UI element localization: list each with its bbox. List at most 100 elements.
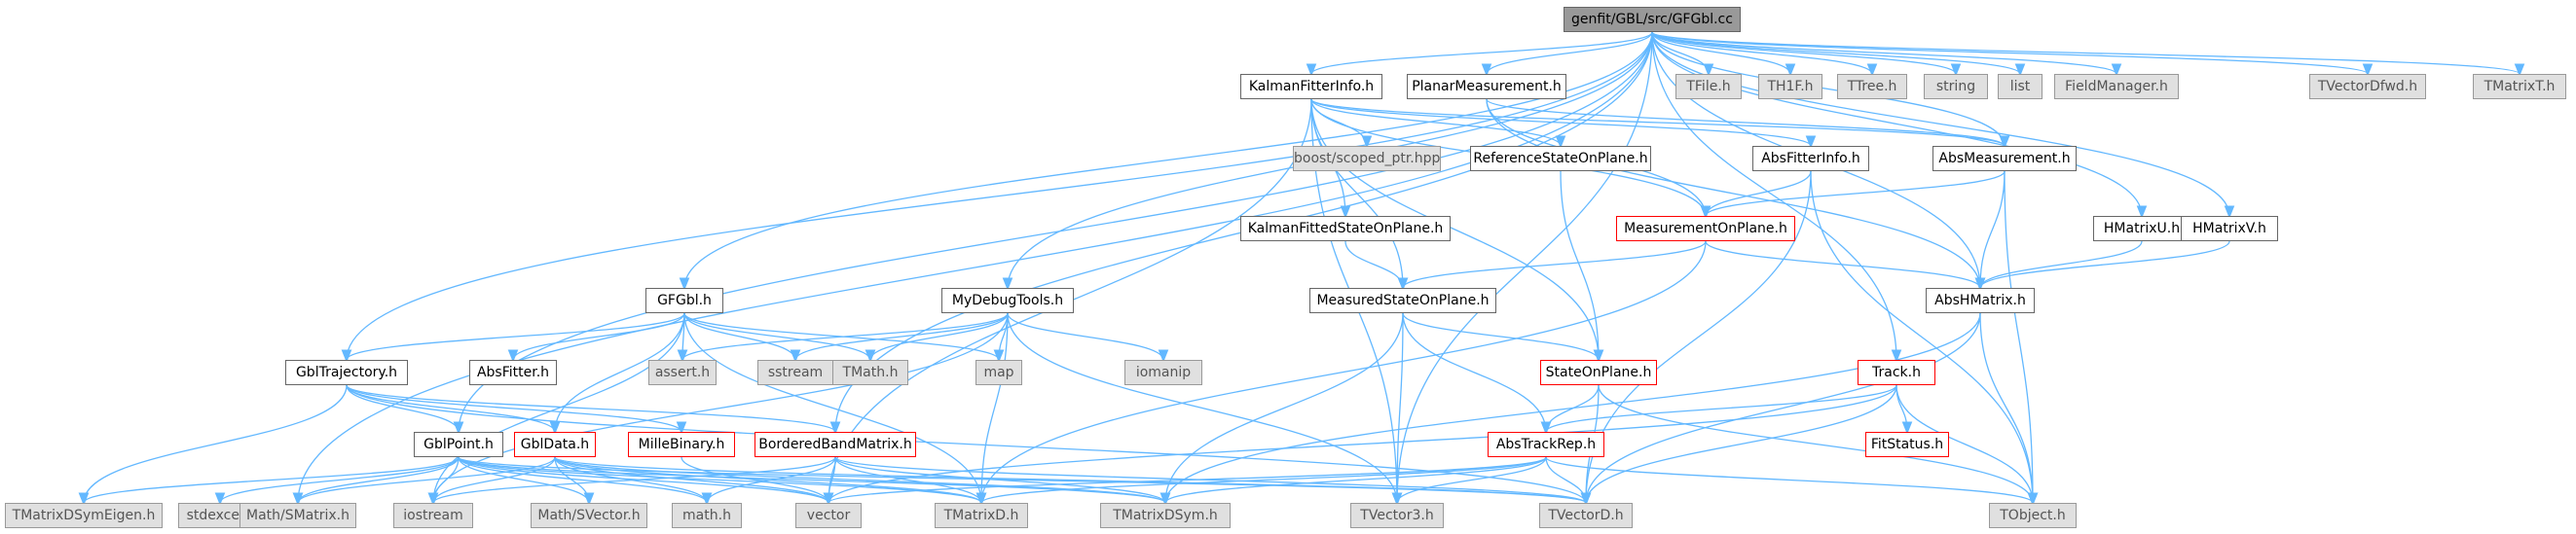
header-node-kalmanfitterinfo[interactable]: KalmanFitterInfo.h [1240, 74, 1382, 99]
header-node-stateonplane[interactable]: StateOnPlane.h [1540, 360, 1657, 385]
file-node-gfgbl-cc[interactable]: genfit/GBL/src/GFGbl.cc [1564, 7, 1741, 32]
edge-abstrackrep-to-tmatrixd [981, 456, 1547, 503]
edge-measurementonplane-to-abshmatrix [1705, 240, 1980, 288]
header-node-gbldata[interactable]: GblData.h [514, 432, 596, 457]
header-node-gblpoint[interactable]: GblPoint.h [414, 432, 503, 457]
header-node-boost-scoped-ptr: boost/scoped_ptr.hpp [1293, 146, 1441, 171]
header-node-hmatrixv[interactable]: HMatrixV.h [2181, 216, 2278, 241]
edge-absmeasurement-to-tobject [2004, 170, 2033, 503]
header-node-absfitterinfo[interactable]: AbsFitterInfo.h [1752, 146, 1869, 171]
header-node-absmeasurement[interactable]: AbsMeasurement.h [1932, 146, 2077, 171]
edge-abshmatrix-to-tvectord [1586, 312, 1981, 503]
edge-abstrackrep-to-vector [828, 456, 1547, 503]
edge-borderedbandmatrix-to-tvectord [834, 456, 1586, 503]
header-node-tmatrixd: TMatrixD.h [935, 503, 1028, 528]
edge-mydebugtools-to-assert [682, 312, 1009, 360]
edge-root-to-list [1651, 31, 2020, 74]
header-node-measurementonplane[interactable]: MeasurementOnPlane.h [1616, 216, 1795, 241]
edge-track-to-abstrackrep [1546, 384, 1897, 432]
edge-gfgbl-to-iostream [433, 312, 685, 503]
header-node-iostream: iostream [393, 503, 473, 528]
edge-root-to-tvectordfwd [1651, 31, 2368, 74]
edge-root-to-tmatrixt [1651, 31, 2520, 74]
edge-gblpoint-to-math_svector [458, 456, 589, 503]
edge-mydebugtools-to-iostream [433, 312, 1009, 503]
edge-borderedbandmatrix-to-tmatrixd [834, 456, 981, 503]
edge-measurementonplane-to-tmatrixd [981, 240, 1707, 503]
header-node-track[interactable]: Track.h [1858, 360, 1935, 385]
header-node-tmatrixdsymeigen: TMatrixDSymEigen.h [5, 503, 163, 528]
header-node-tmath: TMath.h [832, 360, 908, 385]
header-node-math-svector: Math/SVector.h [531, 503, 647, 528]
edge-planarmeasurement-to-abshmatrix [1486, 98, 1980, 288]
edge-track-to-tobject [1895, 384, 2033, 503]
header-node-fitstatus[interactable]: FitStatus.h [1865, 432, 1949, 457]
edge-abstrackrep-to-tmatrixdsym [1165, 456, 1547, 503]
edge-measuredstateonplane-to-tmatrixdsym [1165, 312, 1404, 503]
edge-gblpoint-to-stdexcept [220, 456, 460, 503]
header-node-mydebugtools[interactable]: MyDebugTools.h [941, 288, 1074, 313]
edge-gbldata-to-math_smatrix [298, 456, 556, 503]
edge-referencestateonplane-to-stateonplane [1560, 170, 1599, 360]
header-node-iomanip: iomanip [1124, 360, 1202, 385]
header-node-th1f: TH1F.h [1758, 74, 1822, 99]
edge-abshmatrix-to-tobject [1979, 312, 2033, 503]
header-node-math-smatrix: Math/SMatrix.h [239, 503, 356, 528]
edge-root-to-planarmeasurement [1487, 31, 1653, 74]
edge-gbldata-to-tmatrixdsym [554, 456, 1165, 503]
edge-root-to-th1f [1651, 31, 1790, 74]
edge-root-to-hmatrixu [1651, 31, 2142, 216]
header-node-borderedbandmatrix[interactable]: BorderedBandMatrix.h [754, 432, 916, 457]
header-node-measuredstateonplane[interactable]: MeasuredStateOnPlane.h [1309, 288, 1496, 313]
header-node-sstream: sstream [757, 360, 833, 385]
edge-track-to-vector [828, 384, 1897, 503]
header-node-tobject: TObject.h [1989, 503, 2077, 528]
edge-root-to-string [1651, 31, 1956, 74]
header-node-kalmanfittedstateonplane[interactable]: KalmanFittedStateOnPlane.h [1240, 216, 1451, 241]
edge-stateonplane-to-abstrackrep [1546, 384, 1600, 432]
header-node-absfitter[interactable]: AbsFitter.h [469, 360, 557, 385]
header-node-gfgbl[interactable]: GFGbl.h [645, 288, 723, 313]
edge-gbltrajectory-to-gblpoint [346, 384, 459, 432]
header-node-abstrackrep[interactable]: AbsTrackRep.h [1488, 432, 1604, 457]
edge-gbldata-to-math_svector [554, 456, 589, 503]
header-node-abshmatrix[interactable]: AbsHMatrix.h [1926, 288, 2035, 313]
edge-gblpoint-to-tmatrixdsymeigen [84, 456, 460, 503]
edge-root-to-gblpoint [459, 31, 1653, 432]
edge-borderedbandmatrix-to-iostream [433, 456, 836, 503]
edge-root-to-fieldmanager [1651, 31, 2116, 74]
edge-gblpoint-to-tmatrixd [458, 456, 981, 503]
edge-gbltrajectory-to-millebinary [346, 384, 681, 432]
edge-root-to-absmeasurement [1651, 31, 2005, 146]
edge-root-to-gfgbl [684, 31, 1653, 288]
edge-kalmanfitterinfo-to-absfitterinfo [1310, 98, 1811, 146]
edge-root-to-kalmanfitterinfo [1311, 31, 1653, 74]
edge-gbltrajectory-to-gbldata [346, 384, 555, 432]
edge-absfitterinfo-to-tobject [1810, 170, 2033, 503]
header-node-math: math.h [672, 503, 742, 528]
edge-root-to-gbltrajectory [347, 31, 1653, 360]
edge-abstrackrep-to-tobject [1545, 456, 2033, 503]
edge-absmeasurement-to-abshmatrix [1980, 170, 2006, 288]
header-node-ttree: TTree.h [1837, 74, 1907, 99]
edge-root-to-math_smatrix [298, 31, 1653, 503]
edge-gbltrajectory-to-tvectord [346, 384, 1586, 503]
header-node-planarmeasurement[interactable]: PlanarMeasurement.h [1407, 74, 1566, 99]
header-node-tvector3: TVector3.h [1350, 503, 1444, 528]
edge-gfgbl-to-absfitter [513, 312, 685, 360]
edge-root-to-track [1651, 31, 1896, 360]
header-node-hmatrixu[interactable]: HMatrixU.h [2093, 216, 2190, 241]
header-node-tfile: TFile.h [1675, 74, 1742, 99]
header-node-gbltrajectory[interactable]: GblTrajectory.h [285, 360, 408, 385]
header-node-referencestateonplane[interactable]: ReferenceStateOnPlane.h [1470, 146, 1651, 171]
edge-gfgbl-to-tmath [683, 312, 870, 360]
header-node-fieldmanager: FieldManager.h [2054, 74, 2179, 99]
edge-gblpoint-to-math [458, 456, 707, 503]
dependency-edges [84, 31, 2520, 503]
edge-absfitterinfo-to-measurementonplane [1706, 170, 1812, 216]
header-node-millebinary[interactable]: MilleBinary.h [628, 432, 735, 457]
header-node-vector: vector [795, 503, 862, 528]
edge-absmeasurement-to-measurementonplane [1706, 170, 2006, 216]
header-node-list: list [1998, 74, 2042, 99]
